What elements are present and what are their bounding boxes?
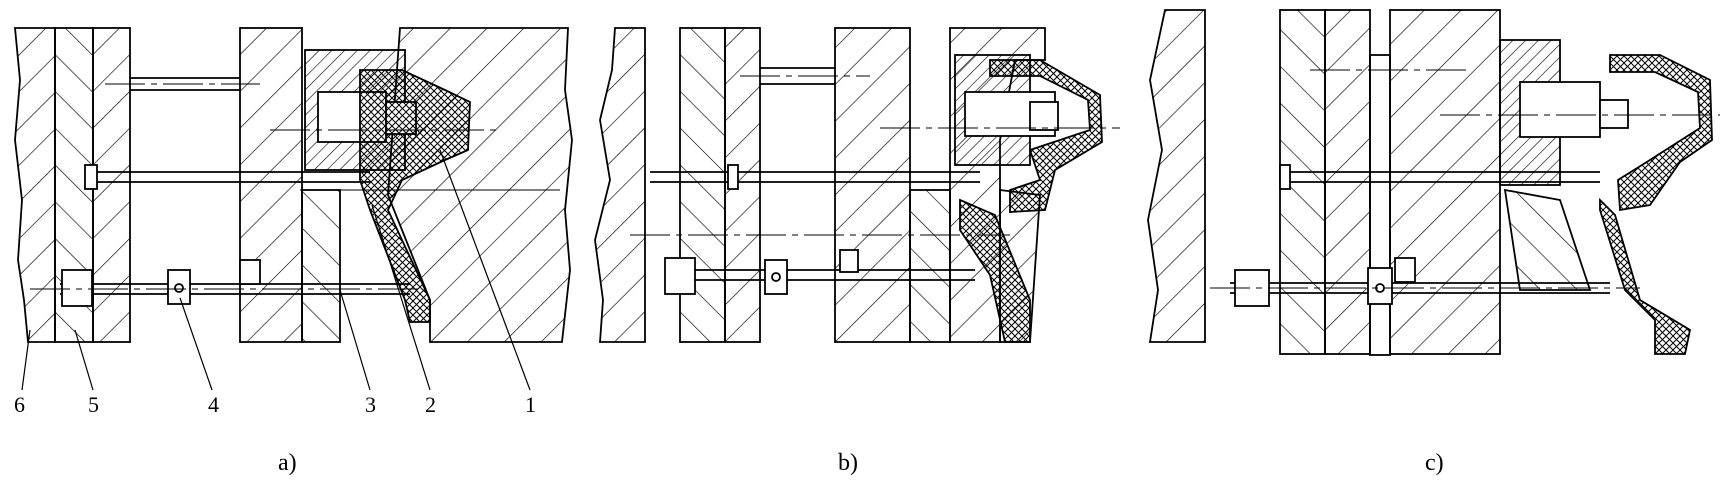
part-label-4: 4	[208, 392, 219, 417]
stop-nut	[61, 269, 93, 307]
plate-6	[14, 27, 56, 343]
part-label-6: 6	[14, 392, 25, 417]
caption-b: b)	[838, 450, 858, 476]
part-label-1: 1	[525, 392, 536, 417]
ejector-plate	[92, 27, 131, 343]
core-plate	[239, 27, 303, 343]
part-number-labels: 6 5 4 3 2 1	[14, 392, 536, 417]
panel-captions: a) b) c)	[278, 450, 1444, 476]
stripper-plate	[301, 189, 341, 343]
part-label-5: 5	[88, 392, 99, 417]
panel-a	[14, 27, 573, 391]
part-label-2: 2	[425, 392, 436, 417]
caption-a: a)	[278, 450, 297, 476]
plastic-part	[359, 69, 471, 323]
panel-b	[594, 27, 1120, 343]
part-label-3: 3	[365, 392, 376, 417]
caption-c: c)	[1425, 450, 1444, 476]
panel-c	[1147, 9, 1720, 356]
